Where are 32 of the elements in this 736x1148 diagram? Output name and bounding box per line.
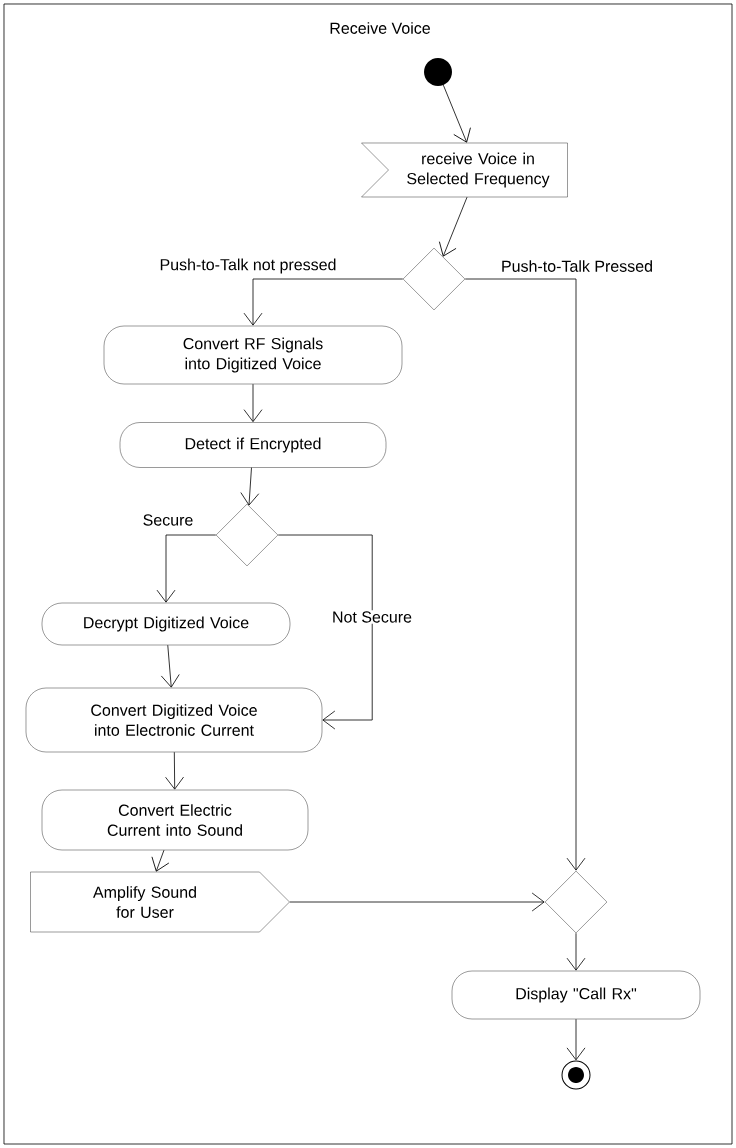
arrow — [240, 467, 260, 506]
receive-signal: receive Voice in Selected Frequency — [361, 142, 568, 198]
action-box: Convert Electric Current into Sound — [41, 789, 309, 851]
arrow — [277, 534, 373, 730]
action-box: Convert Digitized Voice into Electronic Current — [25, 687, 323, 753]
send-signal: Amplify Sound for User — [30, 871, 290, 933]
title: Receive Voice — [330, 22, 430, 34]
decision-diamond — [215, 503, 279, 567]
arrow — [289, 892, 545, 912]
arrow — [165, 751, 184, 790]
arrow — [156, 534, 217, 603]
final-node — [561, 1060, 591, 1090]
action-box: Decrypt Digitized Voice — [41, 602, 291, 646]
edge-label: Push-to-Talk not pressed — [158, 257, 338, 275]
decision-diamond — [544, 870, 608, 934]
arrow — [566, 1018, 586, 1061]
initial-node — [424, 58, 452, 86]
edge-label: Not Secure — [331, 610, 413, 624]
arrow — [566, 932, 586, 971]
arrow — [160, 644, 180, 688]
arrow — [464, 278, 586, 871]
arrow — [151, 849, 170, 872]
edge-label: Secure — [141, 513, 195, 527]
arrow — [442, 84, 471, 143]
arrow — [243, 383, 263, 423]
arrow — [439, 196, 468, 257]
action-box: Display "Call Rx" — [451, 970, 701, 1020]
decision-diamond — [402, 247, 466, 311]
arrow — [243, 278, 404, 326]
action-box: Convert RF Signals into Digitized Voice — [103, 325, 403, 385]
edge-label: Push-to-Talk Pressed — [499, 259, 655, 273]
action-box: Detect if Encrypted — [119, 422, 387, 468]
